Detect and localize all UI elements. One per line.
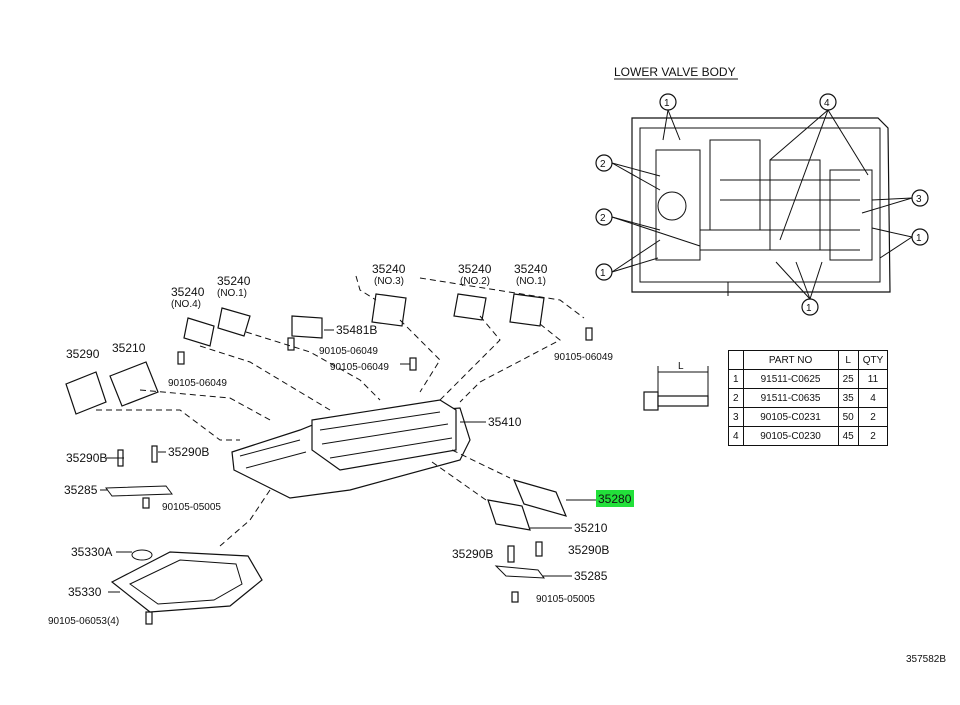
label-35280: 35280 <box>598 492 632 506</box>
label-35290b-b: 35290B <box>168 445 209 459</box>
svg-text:1: 1 <box>600 268 606 279</box>
table-row: 4 90105-C0230 45 2 <box>728 426 889 446</box>
table-cell: 50 <box>837 407 859 427</box>
label-bolt-06049-a: 90105-06049 <box>319 346 378 357</box>
svg-text:4: 4 <box>824 98 830 109</box>
label-35481b: 35481B <box>336 323 377 337</box>
table-row: 2 91511-C0635 35 4 <box>728 388 889 408</box>
highlight-35280 <box>596 490 634 507</box>
table-header: PART NO <box>742 350 839 370</box>
label-35285-a: 35285 <box>64 483 98 497</box>
table-row: 3 90105-C0231 50 2 <box>728 407 889 427</box>
label-35240-no1a: 35240 <box>217 274 251 288</box>
table-cell: 3 <box>728 407 744 427</box>
label-35240-no4: 35240 <box>171 285 205 299</box>
table-cell: 91511-C0635 <box>742 388 839 408</box>
label-35240-no1a-sub: (NO.1) <box>217 288 247 299</box>
table-header: L <box>837 350 859 370</box>
label-35240-no2: 35240 <box>458 262 492 276</box>
table-cell: 35 <box>837 388 859 408</box>
bolt-spec-table: PART NO L QTY 1 91511-C0625 25 11 2 9151… <box>728 350 889 446</box>
table-cell: 2 <box>728 388 744 408</box>
label-35290: 35290 <box>66 347 100 361</box>
svg-text:3: 3 <box>916 194 922 205</box>
leader-lines <box>96 275 585 547</box>
svg-text:1: 1 <box>806 303 812 314</box>
label-35240-no2-sub: (NO.2) <box>460 276 490 287</box>
label-35290b-a: 35290B <box>66 451 107 465</box>
valve-body-assembly <box>231 399 471 499</box>
lower-valve-body-inset <box>631 117 891 296</box>
table-cell: 45 <box>837 426 859 446</box>
label-bolt-06049-d: 90105-06049 <box>554 352 613 363</box>
label-bolt-05005-b: 90105-05005 <box>536 594 595 605</box>
label-35210: 35210 <box>112 341 146 355</box>
label-bolt-06049-c: 90105-06049 <box>168 378 227 389</box>
svg-text:1: 1 <box>664 98 670 109</box>
solenoid-group-right <box>487 479 568 579</box>
table-header-row: PART NO L QTY <box>728 350 889 370</box>
label-35285-b: 35285 <box>574 569 608 583</box>
table-cell: 4 <box>857 388 889 408</box>
label-35240-no1b: 35240 <box>514 262 548 276</box>
table-cell: 90105-C0231 <box>742 407 839 427</box>
table-header <box>728 350 744 370</box>
solenoid-group-left <box>65 293 545 415</box>
table-cell: 90105-C0230 <box>742 426 839 446</box>
label-bolt-06053: 90105-06053(4) <box>48 616 119 627</box>
svg-text:2: 2 <box>600 213 606 224</box>
table-cell: 4 <box>728 426 744 446</box>
label-leaders <box>100 329 596 593</box>
svg-text:1: 1 <box>916 233 922 244</box>
label-35410: 35410 <box>488 415 522 429</box>
label-35290b-c: 35290B <box>452 547 493 561</box>
bolt-illustration: L <box>643 361 709 411</box>
inset-title: LOWER VALVE BODY <box>614 65 736 79</box>
table-cell: 91511-C0625 <box>742 369 839 389</box>
oil-strainer <box>110 549 263 613</box>
label-35240-no1b-sub: (NO.1) <box>516 276 546 287</box>
table-row: 1 91511-C0625 25 11 <box>728 369 889 389</box>
table-header: QTY <box>857 350 889 370</box>
label-35240-no3: 35240 <box>372 262 406 276</box>
label-35240-no4-sub: (NO.4) <box>171 299 201 310</box>
part-labels: 35290 35210 35240 (NO.4) 35240 (NO.1) 35… <box>48 262 946 665</box>
label-35210-b: 35210 <box>574 521 608 535</box>
svg-text:L: L <box>678 361 684 372</box>
table-cell: 11 <box>857 369 889 389</box>
label-35240-no3-sub: (NO.3) <box>374 276 404 287</box>
label-35290b-d: 35290B <box>568 543 609 557</box>
label-bolt-05005-a: 90105-05005 <box>162 502 221 513</box>
label-35330a: 35330A <box>71 545 112 559</box>
label-bolt-06049-b: 90105-06049 <box>330 362 389 373</box>
diagram-code: 357582B <box>906 654 946 665</box>
table-cell: 2 <box>857 426 889 446</box>
table-cell: 2 <box>857 407 889 427</box>
table-cell: 25 <box>837 369 859 389</box>
label-35330: 35330 <box>68 585 102 599</box>
svg-text:2: 2 <box>600 159 606 170</box>
table-cell: 1 <box>728 369 744 389</box>
callouts: 1 4 2 2 1 3 1 1 <box>595 93 929 316</box>
